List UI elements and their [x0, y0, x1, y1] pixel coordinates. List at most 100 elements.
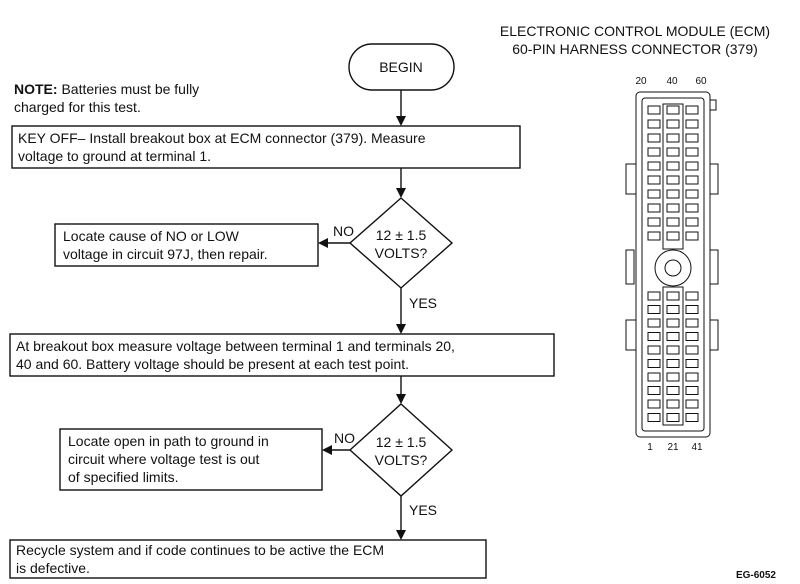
connector-pin-slot: [685, 175, 699, 185]
decision2-no-label: NO: [334, 430, 355, 446]
connector-pin-slot: [666, 231, 680, 241]
connector-pin-slot: [666, 189, 680, 199]
connector-pin-slot: [647, 413, 661, 422]
connector-pin-slot: [666, 133, 680, 143]
connector-pin-slot: [647, 372, 661, 382]
connector-pin-slot: [666, 305, 680, 314]
decision2-diamond: [348, 403, 454, 497]
connector-pin-slot: [685, 318, 699, 328]
connector-pin-slot: [666, 372, 680, 382]
fix2-line1: Locate open in path to ground in: [68, 433, 269, 449]
step1-box: [11, 125, 521, 169]
fix1-line1: Locate cause of NO or LOW: [63, 228, 240, 244]
connector-pin-slot: [666, 203, 680, 213]
connector-pin-slot: [647, 318, 661, 328]
connector-title-line1: ELECTRONIC CONTROL MODULE (ECM): [500, 23, 770, 39]
connector-pin-slot: [685, 332, 699, 341]
step2-line1: At breakout box measure voltage between …: [16, 338, 455, 354]
fix2-line3: of specified limits.: [68, 469, 178, 485]
connector-pin-slot: [666, 105, 680, 115]
connector-pin-slot: [647, 386, 661, 395]
connector-pin-slot: [685, 161, 699, 171]
connector-pin-slot: [685, 231, 699, 241]
connector-pin-slot: [666, 217, 680, 227]
connector-pin-column-middle: [666, 105, 680, 422]
fix2-line2: circuit where voltage test is out: [68, 451, 260, 467]
connector-pin-slot: [647, 133, 661, 143]
decision1-line2: VOLTS?: [375, 245, 428, 261]
pin-label-20: 20: [635, 76, 647, 87]
figure-id: EG-6052: [736, 570, 776, 581]
step3-line1: Recycle system and if code continues to …: [16, 542, 384, 558]
connector-pin-slot: [685, 291, 699, 301]
connector-pin-slot: [647, 105, 661, 115]
connector-pin-slot: [666, 413, 680, 422]
flow-arrow: [396, 530, 406, 540]
decision2-line2: VOLTS?: [375, 452, 428, 468]
connector-pin-slot: [685, 305, 699, 314]
fix1-box: [54, 223, 319, 267]
connector-pin-slot: [666, 119, 680, 129]
fix2-box: [59, 428, 323, 491]
step1-line2: voltage to ground at terminal 1.: [18, 148, 211, 164]
step3-box: [9, 539, 487, 579]
connector-pin-slot: [685, 203, 699, 213]
flow-arrow: [396, 324, 406, 334]
connector-pin-slot: [647, 203, 661, 213]
connector-pin-slot: [685, 372, 699, 382]
pin-label-21: 21: [667, 442, 679, 453]
step3-line2: is defective.: [16, 560, 90, 576]
flow-arrow: [322, 445, 332, 455]
decision1-no-label: NO: [333, 223, 354, 239]
pin-label-41: 41: [691, 442, 703, 453]
connector-pin-slot: [647, 399, 661, 409]
connector-pin-slot: [685, 147, 699, 157]
connector-pin-slot: [666, 318, 680, 328]
connector-pin-slot: [685, 413, 699, 422]
connector-pin-slot: [685, 189, 699, 199]
decision2-yes-label: YES: [409, 502, 437, 518]
connector-pin-slot: [685, 345, 699, 355]
connector-pin-slot: [647, 189, 661, 199]
decision1-yes-label: YES: [409, 295, 437, 311]
connector-title-line2: 60-PIN HARNESS CONNECTOR (379): [512, 41, 758, 57]
connector-pin-slot: [666, 291, 680, 301]
pin-label-60: 60: [695, 76, 707, 87]
decision1-diamond: [348, 197, 454, 289]
ecm-connector-drawing: [625, 91, 719, 438]
connector-pin-slot: [647, 217, 661, 227]
flow-arrow: [396, 394, 406, 404]
connector-pin-slot: [647, 231, 661, 241]
pin-label-1: 1: [647, 442, 653, 453]
decision1-line1: 12 ± 1.5: [376, 227, 427, 243]
fix1-line2: voltage in circuit 97J, then repair.: [63, 246, 268, 262]
connector-pin-slot: [647, 119, 661, 129]
connector-pin-column-left: [647, 105, 661, 422]
flow-arrow: [396, 116, 406, 126]
connector-pin-slot: [666, 147, 680, 157]
connector-pin-slot: [647, 332, 661, 341]
connector-pin-slot: [647, 305, 661, 314]
connector-pin-slot: [685, 399, 699, 409]
connector-pin-slot: [685, 386, 699, 395]
connector-pin-slot: [647, 175, 661, 185]
connector-pin-slot: [666, 332, 680, 341]
connector-pin-slot: [647, 291, 661, 301]
connector-pin-slot: [647, 345, 661, 355]
connector-pin-slot: [666, 386, 680, 395]
note-text: NOTE: Batteries must be fully: [14, 81, 199, 97]
note-text-line2: charged for this test.: [14, 99, 141, 115]
connector-pin-slot: [685, 359, 699, 368]
begin-label: BEGIN: [379, 59, 423, 75]
connector-pin-slot: [666, 399, 680, 409]
connector-pin-slot: [685, 119, 699, 129]
connector-pin-slot: [666, 161, 680, 171]
connector-pin-slot: [685, 217, 699, 227]
step2-line2: 40 and 60. Battery voltage should be pre…: [16, 356, 409, 372]
connector-pin-slot: [666, 175, 680, 185]
connector-pin-slot: [685, 133, 699, 143]
pin-label-40: 40: [666, 76, 678, 87]
flow-arrow: [396, 188, 406, 198]
connector-pin-slot: [647, 161, 661, 171]
